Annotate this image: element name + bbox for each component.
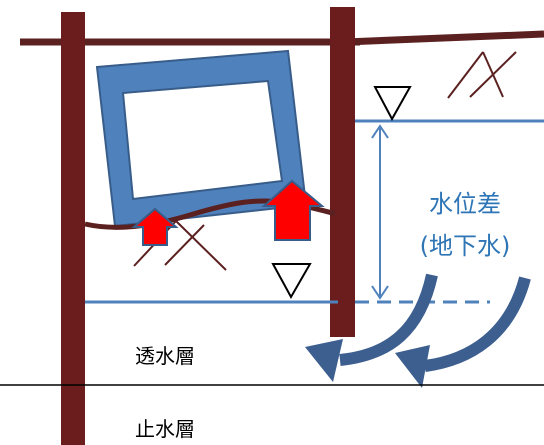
seepage-flow-arrow-icon-1: [305, 273, 438, 382]
sheet-pile-left: [61, 12, 85, 445]
water-level-difference-dimension: [371, 124, 389, 300]
seepage-flow-arrow-icon-2: [395, 276, 531, 388]
uplift-arrow-icon-right: [261, 179, 325, 241]
hatch-icon-top: [447, 51, 517, 99]
permeable-layer-label: 透水層: [135, 344, 195, 368]
water-surface-marker-icon-inner: [271, 263, 312, 300]
uplift-arrow-icon-left: [131, 207, 179, 246]
ground-surface-right: [344, 30, 544, 46]
water-surface-marker-icon-outer: [373, 86, 412, 122]
water-level-difference-label: 水位差: [429, 190, 501, 218]
groundwater-label: (地下水): [420, 232, 511, 260]
buried-structure: [95, 49, 308, 228]
impermeable-layer-label: 止水層: [135, 417, 195, 441]
sheet-pile-right: [330, 7, 355, 337]
